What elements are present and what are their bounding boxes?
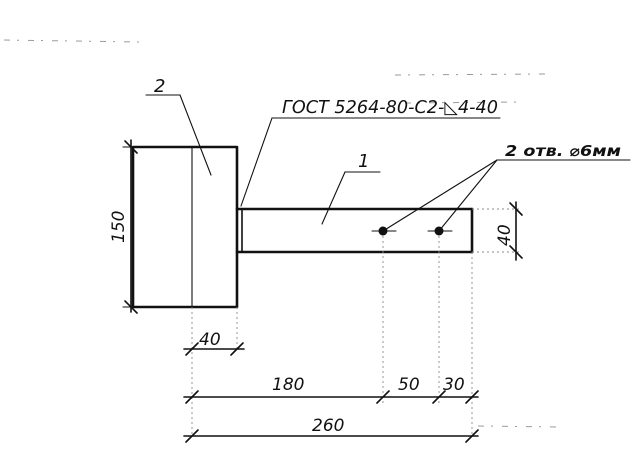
holes-note: 2 отв. ⌀6мм	[505, 142, 621, 160]
part-1-label: 1	[358, 151, 369, 172]
dim-chain: 180 50 30	[183, 375, 479, 404]
dim-plate-thickness: 40	[183, 330, 245, 356]
dim-hole-to-end-label: 30	[443, 375, 465, 395]
dim-overall-length-label: 260	[312, 416, 344, 436]
scan-noise	[3, 39, 561, 428]
part-2-label: 2	[154, 76, 165, 97]
holes-note-leader: 2 отв. ⌀6мм	[382, 142, 631, 232]
extension-lines	[191, 208, 520, 436]
weld-note: ГОСТ 5264-80-С2-◺4-40	[282, 97, 498, 118]
dim-plate-height-label: 150	[109, 211, 129, 243]
plate-part-2	[131, 145, 239, 309]
dim-bar-height-label: 40	[495, 224, 515, 246]
dim-to-first-hole-label: 180	[272, 375, 304, 395]
weld-note-leader: ГОСТ 5264-80-С2-◺4-40	[240, 97, 501, 207]
dim-bar-height: 40	[495, 201, 523, 261]
dim-plate-height: 150	[109, 139, 139, 314]
hole-2	[427, 226, 453, 236]
part-2-leader: 2	[145, 76, 212, 176]
dim-overall-length: 260	[183, 416, 479, 443]
dim-between-holes-label: 50	[398, 375, 420, 395]
bar-part-1	[235, 207, 474, 254]
dim-plate-thickness-label: 40	[199, 330, 221, 350]
part-1-leader: 1	[321, 151, 381, 225]
